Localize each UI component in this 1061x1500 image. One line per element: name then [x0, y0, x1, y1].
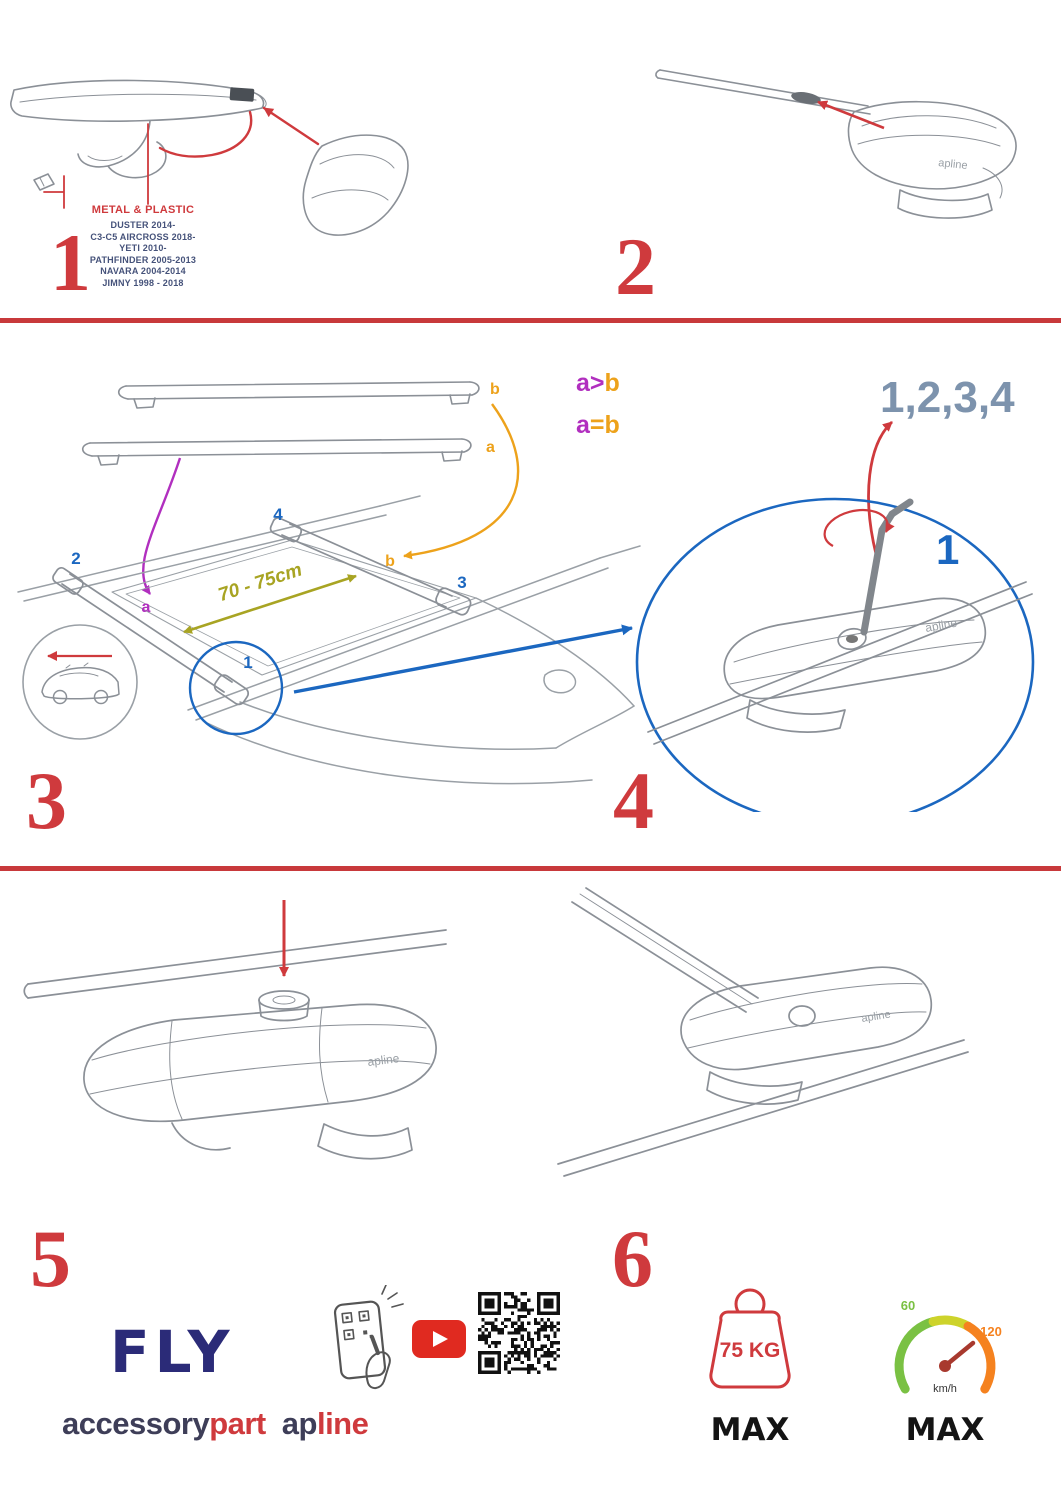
detail-circle [635, 497, 1035, 812]
step4-number: 4 [613, 755, 654, 846]
position-4: 4 [273, 505, 283, 524]
car-roof-drawing [17, 495, 641, 785]
model-item: C3-C5 AIRCROSS 2018- [90, 231, 196, 242]
part-brand-text: apline [367, 1051, 401, 1069]
gauge-high-label: 120 [980, 1324, 1002, 1339]
position-1: 1 [243, 653, 252, 672]
step1-red-annotations [43, 106, 320, 209]
speed-max-label: MAX [905, 1412, 985, 1448]
brand-line: line [316, 1406, 369, 1441]
step1-compatibility-list: METAL & PLASTIC DUSTER 2014- C3-C5 AIRCR… [48, 204, 238, 289]
step5-knob-diagram: apline [23, 900, 447, 1160]
gauge-unit-label: km/h [933, 1383, 957, 1395]
step5-number: 5 [30, 1213, 71, 1304]
gauge-hub [939, 1360, 951, 1372]
curve-b-to-roof [403, 403, 520, 560]
step4-tightening-diagram: 1,2,3,4 1 apline [635, 373, 1035, 812]
qr-code [478, 1292, 560, 1374]
mounted-crossbar-b [269, 517, 472, 616]
position-2: 2 [71, 549, 80, 568]
step3-number: 3 [26, 755, 67, 846]
model-item: YETI 2010- [119, 243, 167, 253]
rule-a-greater-b: a>b [576, 369, 620, 397]
scan-phone-icon [333, 1285, 404, 1389]
part-brand-text: apline [861, 1009, 892, 1025]
weight-limit-icon: 75 KG [709, 1288, 791, 1389]
model-item: NAVARA 2004-2014 [100, 266, 186, 276]
weight-limit-value: 75 KG [720, 1339, 781, 1362]
clamp-detail-drawing [647, 581, 1033, 745]
start-number: 1 [936, 526, 959, 573]
logo-plate [229, 87, 255, 102]
step6-number: 6 [612, 1213, 653, 1304]
position-1-highlight-circle [188, 640, 284, 736]
gauge-yellow-arc [928, 1315, 973, 1331]
gauge-needle [942, 1340, 976, 1369]
step3-roof-layout-diagram: b a 2 4 3 1 [17, 381, 641, 785]
bar-label-a: a [486, 439, 495, 456]
material-label: METAL & PLASTIC [91, 204, 195, 216]
bar-label-b: b [490, 381, 500, 398]
sequence-arrow [867, 420, 893, 555]
part-brand-text: apline [924, 616, 958, 635]
weight-max-label: MAX [710, 1412, 790, 1448]
bar-slot [791, 91, 821, 105]
product-name: FLY [110, 1318, 235, 1386]
rule-a-equal-b: a=b [576, 411, 620, 439]
youtube-icon [412, 1320, 466, 1358]
tightening-sequence: 1,2,3,4 [880, 373, 1015, 422]
speed-limit-gauge: 60 120 km/h [894, 1298, 1002, 1395]
detail-pointer-arrow [293, 624, 633, 694]
gauge-low-label: 60 [901, 1298, 915, 1313]
step2-insert-arrow [817, 100, 885, 130]
curve-a-to-roof [141, 457, 182, 595]
roof-label-a: a [142, 599, 151, 616]
section-divider [0, 866, 1061, 871]
size-rules: a>b a=b [576, 362, 620, 446]
step1-number: 1 [50, 217, 91, 308]
brand-accessory: accessory [62, 1406, 210, 1441]
position-3: 3 [457, 573, 466, 592]
brand-part: part [209, 1406, 266, 1441]
part-brand-text: apline [938, 157, 968, 172]
allen-key [860, 498, 914, 636]
bolt-hole [846, 635, 858, 643]
rotate-arrow [823, 508, 895, 547]
distance-arrow [183, 574, 357, 634]
gauge-orange-arc [963, 1321, 996, 1394]
crossbar-b-drawing [117, 381, 480, 409]
distance-label: 70 - 75cm [216, 559, 305, 606]
section-divider [0, 318, 1061, 323]
car-inset [22, 624, 138, 740]
roof-label-b: b [385, 553, 395, 570]
model-item: DUSTER 2014- [110, 220, 176, 230]
step1-clamp-diagram [10, 79, 409, 236]
gauge-green-arc [894, 1317, 938, 1394]
step6-mounted-diagram: apline [557, 887, 969, 1177]
brand-ap: ap [281, 1406, 318, 1441]
mounted-crossbar-a [52, 566, 250, 706]
crossbar-a-drawing [81, 438, 472, 466]
model-item: JIMNY 1998 - 2018 [102, 277, 184, 288]
model-item: PATHFINDER 2005-2013 [89, 254, 197, 265]
step2-number: 2 [615, 221, 656, 312]
step2-bar-end-diagram: apline [655, 69, 1017, 219]
